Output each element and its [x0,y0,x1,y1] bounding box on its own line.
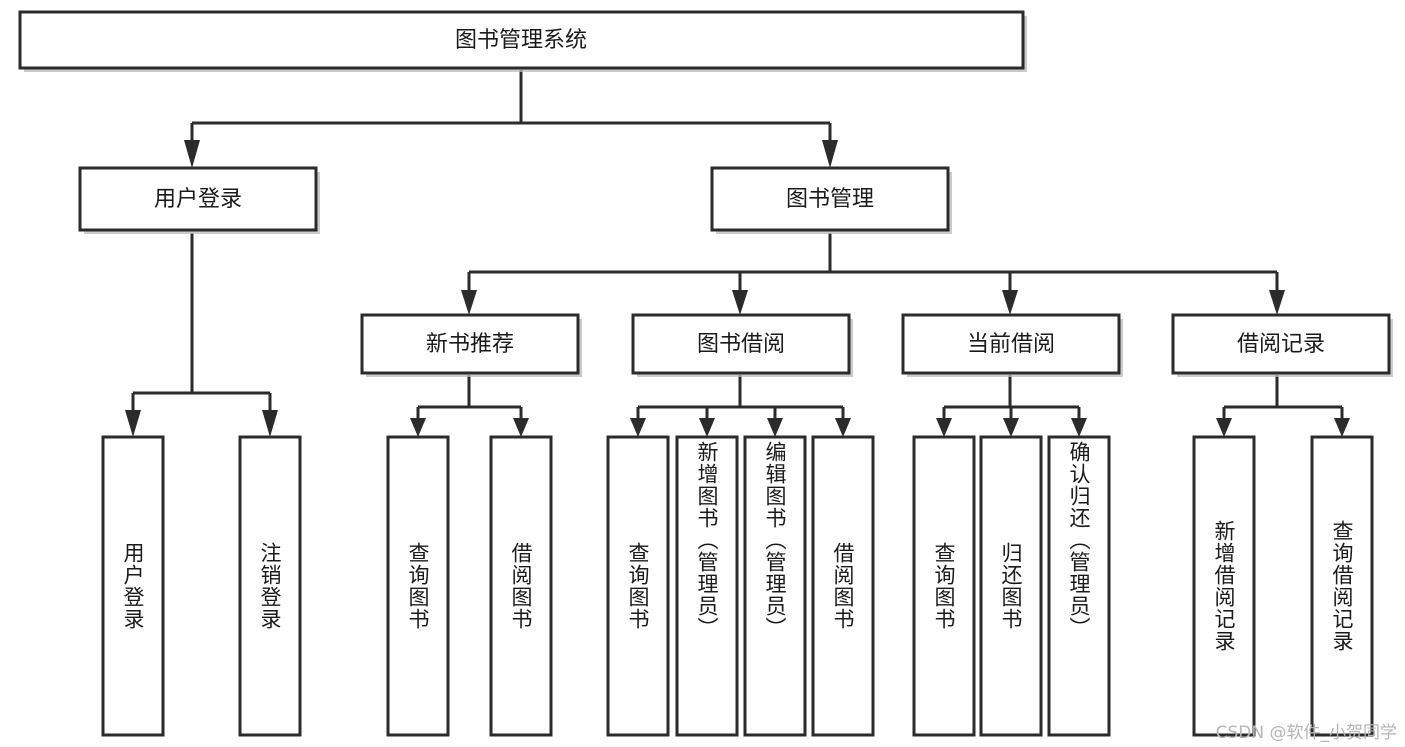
node-book-management-box [710,166,950,232]
leaf-current-borrow-2-label: 归还图书 [999,542,1024,630]
leaf-book-borrow-3-label: 编辑图书（管理员） [763,441,788,639]
node-new-book-recommend-label: 新书推荐 [426,332,514,357]
connector-layer [125,70,1350,437]
leaf-borrow-record-1-box [1192,435,1256,737]
arrow-head-new-book [461,290,477,315]
node-book-management-label: 图书管理 [786,187,874,212]
leaf-book-borrow-2[interactable]: 新增图书（管理员） [675,435,739,737]
leaf-borrow-record-1-label: 新增借阅记录 [1212,520,1237,652]
node-book-management[interactable]: 图书管理 [710,166,952,234]
arrow-head-borrow-record-l2 [1334,418,1350,437]
node-user-login-label: 用户登录 [154,187,242,212]
leaf-book-borrow-1-box [606,435,670,737]
leaf-current-borrow-1-box [912,435,976,737]
leaf-new-book-2-box [489,435,553,737]
leaf-current-borrow-2-box [979,435,1043,737]
node-book-borrow[interactable]: 图书借阅 [631,313,853,377]
node-root-label: 图书管理系统 [455,28,587,53]
node-current-borrow-label: 当前借阅 [967,332,1055,357]
leaf-user-login-1-label: 用户登录 [121,542,146,630]
leaf-book-borrow-3-box [743,435,807,737]
arrow-head-book-borrow-l2 [699,418,715,437]
leaf-book-borrow-4[interactable]: 借阅图书 [811,435,875,737]
node-book-borrow-box [631,313,851,375]
arrow-head-user-login [184,140,200,168]
leaf-current-borrow-2[interactable]: 归还图书 [979,435,1043,737]
node-new-book-recommend-box [360,313,580,375]
leaf-current-borrow-1-label: 查询图书 [932,542,957,630]
leaf-new-book-1-box [386,435,450,737]
arrow-head-current-borrow-l2 [1003,418,1019,437]
leaf-book-borrow-4-box [811,435,875,737]
arrow-head-book-borrow [732,290,748,315]
node-root-box [18,10,1025,70]
leaf-book-borrow-2-box [675,435,739,737]
arrow-head-current-borrow-l3 [1071,418,1087,437]
arrow-head-book-mgmt [822,140,838,168]
leaf-borrow-record-2-box [1310,435,1374,737]
leaf-new-book-2[interactable]: 借阅图书 [489,435,553,737]
arrow-head-current-borrow-l1 [936,418,952,437]
node-user-login-box [78,166,318,232]
node-book-borrow-label: 图书借阅 [697,332,785,357]
arrow-head-borrow-record [1269,290,1285,315]
leaf-book-borrow-1[interactable]: 查询图书 [606,435,670,737]
arrow-head-borrow-record-l1 [1216,418,1232,437]
leaf-user-login-1-box [101,435,165,737]
leaf-borrow-record-1[interactable]: 新增借阅记录 [1192,435,1256,737]
node-borrow-record-label: 借阅记录 [1237,332,1325,357]
leaf-new-book-1-label: 查询图书 [406,542,431,630]
leaf-user-login-2-label: 注销登录 [258,542,283,630]
node-root[interactable]: 图书管理系统 [18,10,1027,72]
leaf-book-borrow-2-label: 新增图书（管理员） [695,441,720,639]
leaf-user-login-2[interactable]: 注销登录 [238,435,302,737]
leaf-book-borrow-1-label: 查询图书 [626,542,651,630]
leaf-new-book-2-label: 借阅图书 [509,542,534,630]
node-borrow-record-box [1171,313,1391,375]
arrow-head-current-borrow [1002,290,1018,315]
leaf-user-login-2-box [238,435,302,737]
arrow-head-user-login-leaf2 [262,410,278,437]
leaf-borrow-record-2-label: 查询借阅记录 [1330,520,1355,652]
leaf-current-borrow-3-label: 确认归还（管理员） [1067,441,1092,639]
arrow-head-new-book-leaf2 [513,418,529,437]
leaf-current-borrow-3-box [1047,435,1111,737]
arrow-head-user-login-leaf1 [125,410,141,437]
node-current-borrow-box [901,313,1121,375]
leaf-borrow-record-2[interactable]: 查询借阅记录 [1310,435,1374,737]
leaf-current-borrow-1[interactable]: 查询图书 [912,435,976,737]
node-user-login[interactable]: 用户登录 [78,166,320,234]
leaf-user-login-1[interactable]: 用户登录 [101,435,165,737]
leaf-new-book-1[interactable]: 查询图书 [386,435,450,737]
arrow-head-new-book-leaf1 [410,418,426,437]
node-borrow-record[interactable]: 借阅记录 [1171,313,1393,377]
leaf-book-borrow-4-label: 借阅图书 [831,542,856,630]
arrow-head-book-borrow-l1 [630,418,646,437]
node-new-book-recommend[interactable]: 新书推荐 [360,313,582,377]
leaf-book-borrow-3[interactable]: 编辑图书（管理员） [743,435,807,737]
node-current-borrow[interactable]: 当前借阅 [901,313,1123,377]
leaf-current-borrow-3[interactable]: 确认归还（管理员） [1047,435,1111,737]
arrow-head-book-borrow-l3 [767,418,783,437]
arrow-head-book-borrow-l4 [835,418,851,437]
